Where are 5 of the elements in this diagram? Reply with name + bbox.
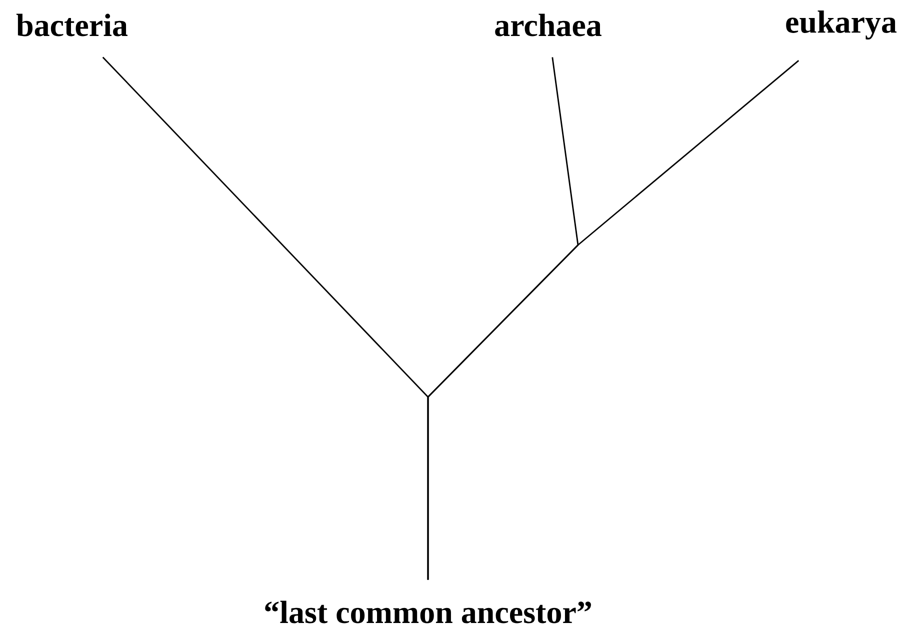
taxon-label: “last common ancestor”	[265, 600, 591, 624]
branch-line	[427, 60, 800, 580]
taxon-label: archaea	[495, 14, 602, 36]
taxon-label: eukarya	[786, 10, 896, 40]
taxon-label: bacteria	[16, 14, 128, 36]
